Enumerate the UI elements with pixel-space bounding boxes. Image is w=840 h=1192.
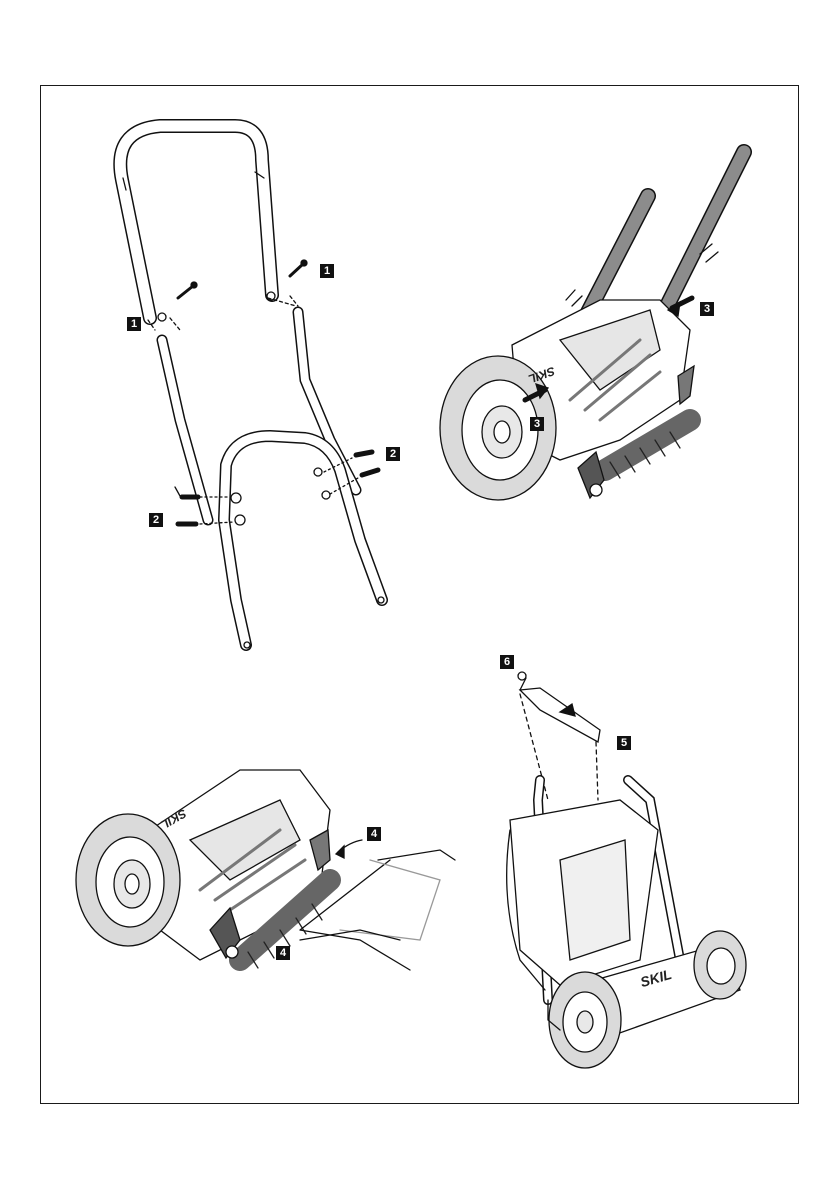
- callout-3-right: 3: [700, 302, 714, 316]
- callout-4-top: 4: [367, 827, 381, 841]
- callout-3-left: 3: [530, 417, 544, 431]
- callout-4-bottom: 4: [276, 946, 290, 960]
- callout-5: 5: [617, 736, 631, 750]
- callout-1-right: 1: [320, 264, 334, 278]
- callout-6: 6: [500, 655, 514, 669]
- callout-1-left: 1: [127, 317, 141, 331]
- callout-2-right: 2: [386, 447, 400, 461]
- callout-2-left: 2: [149, 513, 163, 527]
